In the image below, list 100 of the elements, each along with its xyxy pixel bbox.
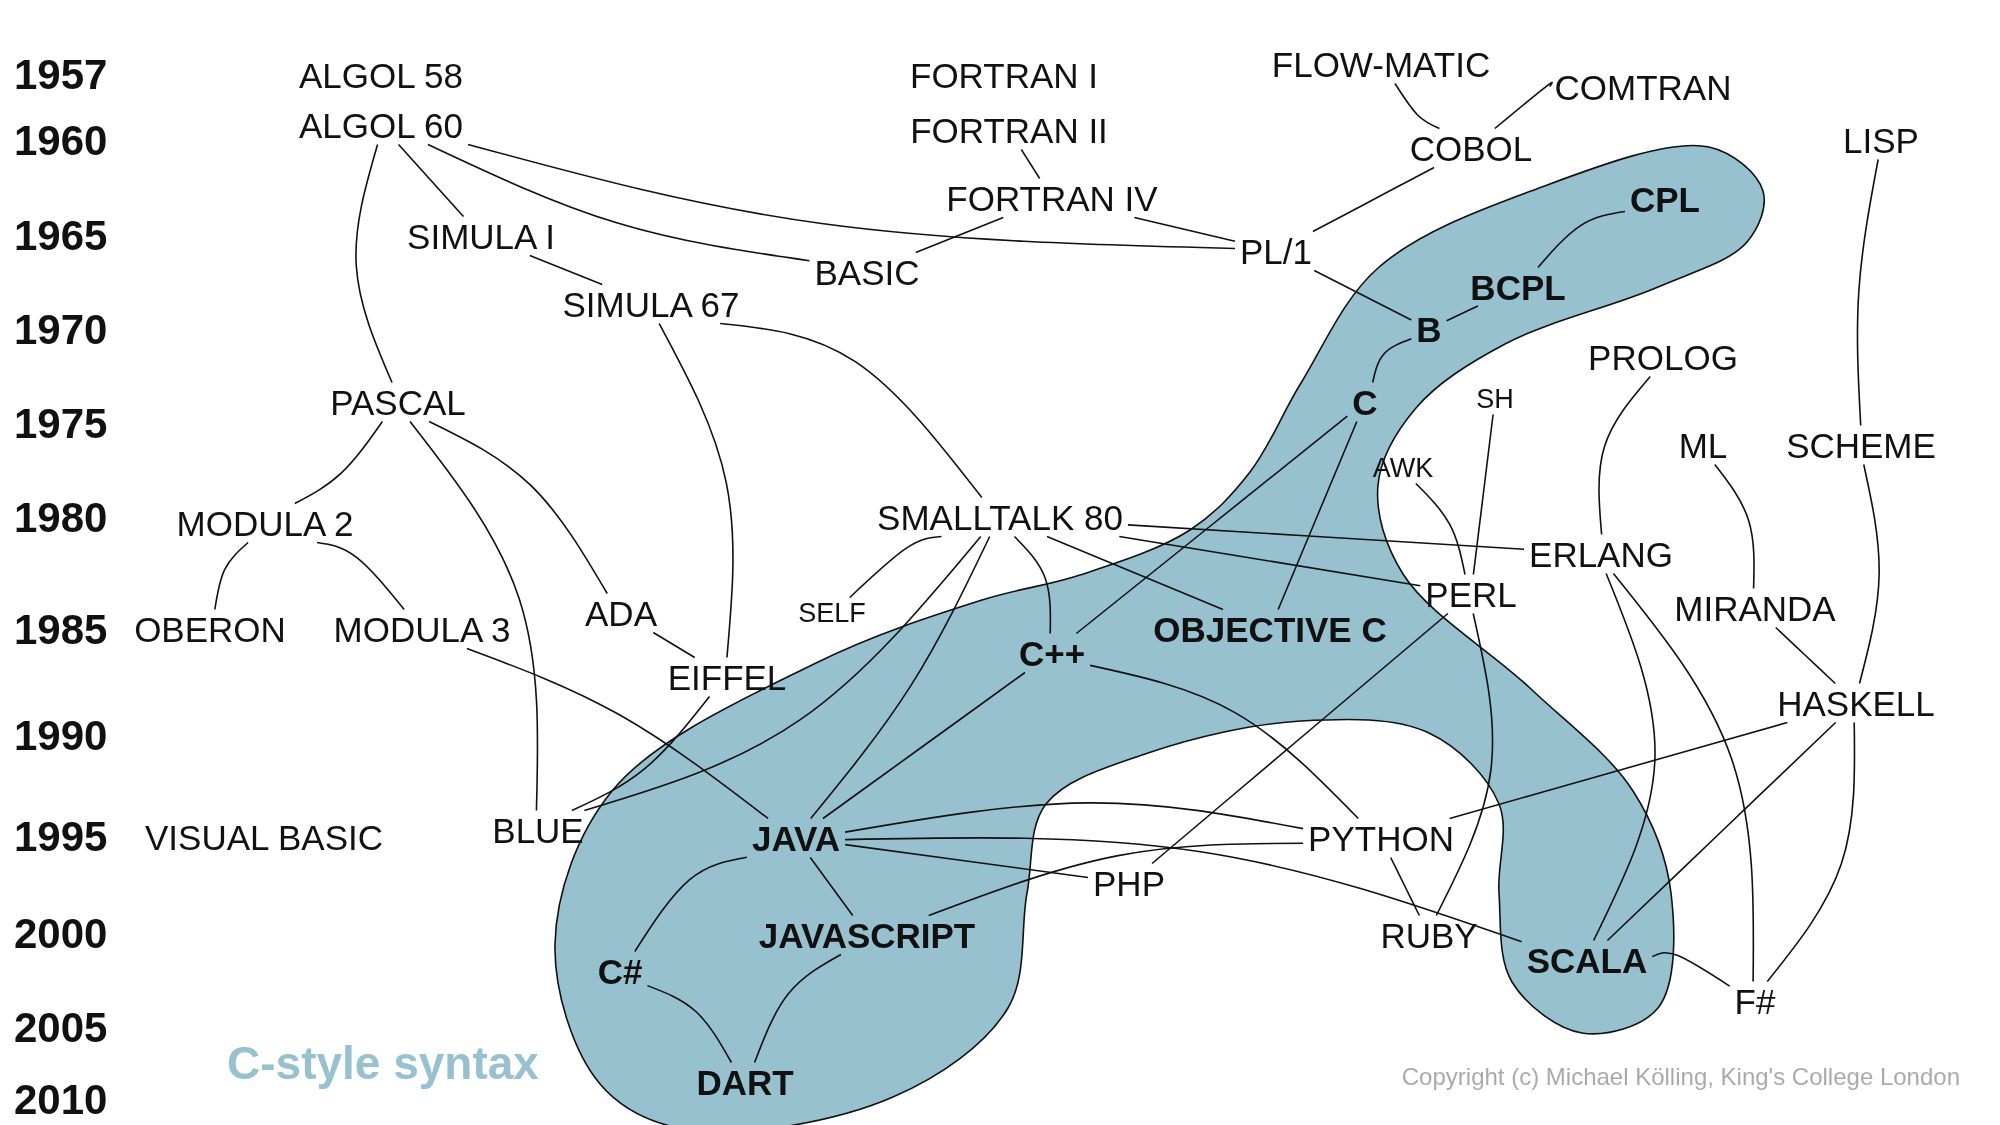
connector-line <box>927 842 1304 917</box>
connector-line <box>316 541 405 611</box>
connector-line <box>1774 626 1837 685</box>
connector-line <box>914 216 1005 254</box>
language-name: BASIC <box>809 252 925 292</box>
connector-line <box>1020 148 1041 180</box>
year-label: 1990 <box>14 715 108 757</box>
connector-line <box>1472 413 1494 576</box>
connector-line <box>1606 721 1837 942</box>
language-name: PYTHON <box>1303 818 1459 858</box>
connector-line <box>294 420 384 505</box>
connector-line <box>1448 721 1789 820</box>
connector-line <box>1598 375 1652 536</box>
language-name: FORTRAN I <box>905 55 1103 95</box>
year-label: 2000 <box>14 913 108 955</box>
connector-line <box>428 420 608 595</box>
connector-line <box>1312 166 1435 233</box>
language-name: COBOL <box>1404 128 1538 168</box>
connector-line <box>809 856 854 917</box>
connector-line <box>355 143 393 384</box>
year-label: 1970 <box>14 309 108 351</box>
connector-line <box>1313 269 1413 321</box>
year-label: 1995 <box>14 816 108 858</box>
connector-line <box>1118 535 1422 587</box>
language-name: C# <box>592 951 648 991</box>
connector-line <box>1435 612 1494 917</box>
language-name: FLOW-MATIC <box>1266 44 1496 84</box>
language-name: ML <box>1673 425 1733 465</box>
language-name: ADA <box>580 593 662 633</box>
connector-line <box>753 953 842 1064</box>
connector-line <box>658 322 734 659</box>
language-name: JAVA <box>746 818 846 858</box>
language-name: OBERON <box>129 609 291 649</box>
language-name: COMTRAN <box>1549 67 1737 107</box>
language-name: ALGOL 60 <box>293 105 469 145</box>
connector-line <box>1046 535 1224 611</box>
connector-line <box>1133 216 1236 243</box>
language-name: ALGOL 58 <box>293 55 469 95</box>
language-name: BLUE <box>487 810 589 850</box>
connector-line <box>1445 305 1479 322</box>
year-label: 2005 <box>14 1007 108 1049</box>
language-name: SCALA <box>1521 940 1653 980</box>
connector-line <box>1612 572 1755 983</box>
language-name: JAVASCRIPT <box>753 915 981 955</box>
language-name: PL/1 <box>1235 231 1317 271</box>
connector-line <box>1277 420 1358 611</box>
connector-line <box>849 535 943 599</box>
connector-line <box>427 143 811 262</box>
connector-line <box>528 254 604 286</box>
connector-line <box>1127 524 1525 551</box>
connector-line <box>719 322 983 499</box>
year-label: 1985 <box>14 609 108 651</box>
language-name: FORTRAN IV <box>941 178 1163 218</box>
connector-line <box>1075 415 1349 635</box>
year-label: 1960 <box>14 120 108 162</box>
connector-line <box>652 631 696 659</box>
connector-line <box>1089 664 1360 820</box>
connector-line <box>1415 482 1466 576</box>
connector-line <box>809 535 991 820</box>
language-name: PASCAL <box>325 382 471 422</box>
year-label: 1980 <box>14 497 108 539</box>
language-name: EIFFEL <box>662 657 792 697</box>
language-name: FORTRAN II <box>905 110 1113 150</box>
connector-line <box>571 695 711 812</box>
language-name: MODULA 2 <box>171 503 359 543</box>
language-name: BCPL <box>1465 267 1571 307</box>
connector-line <box>1371 337 1413 384</box>
language-name: HASKELL <box>1772 683 1940 723</box>
language-name: CPL <box>1625 179 1705 219</box>
connector-line <box>397 143 465 218</box>
language-name: B <box>1411 309 1447 349</box>
connector-line <box>1592 572 1656 942</box>
connector-line <box>583 535 982 812</box>
connector-line <box>1537 210 1626 269</box>
connector-line <box>409 420 539 812</box>
connector-line <box>1858 463 1880 685</box>
language-name: PERL <box>1420 574 1522 614</box>
connector-line <box>467 143 1236 250</box>
language-name: SIMULA 67 <box>557 284 745 324</box>
connector-line <box>466 647 769 820</box>
connector-line <box>1151 612 1449 865</box>
language-name: MODULA 3 <box>328 609 516 649</box>
year-label: 1965 <box>14 215 108 257</box>
connector-line <box>844 843 1089 879</box>
language-name: SH <box>1471 383 1519 415</box>
language-name: SMALLTALK 80 <box>872 497 1128 537</box>
language-name: C <box>1347 382 1383 422</box>
year-label: 1957 <box>14 54 108 96</box>
language-name: MIRANDA <box>1669 588 1841 628</box>
connector-line <box>1714 463 1755 590</box>
connector-line <box>634 856 748 953</box>
connector-line <box>1394 82 1441 130</box>
connector-line <box>1494 81 1554 130</box>
language-name: SELF <box>793 597 871 629</box>
connector-line <box>1766 721 1856 983</box>
copyright-note: Copyright (c) Michael Kölling, King's College London <box>1401 1065 1960 1089</box>
connector-line <box>1856 158 1879 427</box>
connector-line <box>844 802 1304 833</box>
language-name: OBJECTIVE C <box>1148 609 1392 649</box>
connector-line <box>1013 535 1052 635</box>
